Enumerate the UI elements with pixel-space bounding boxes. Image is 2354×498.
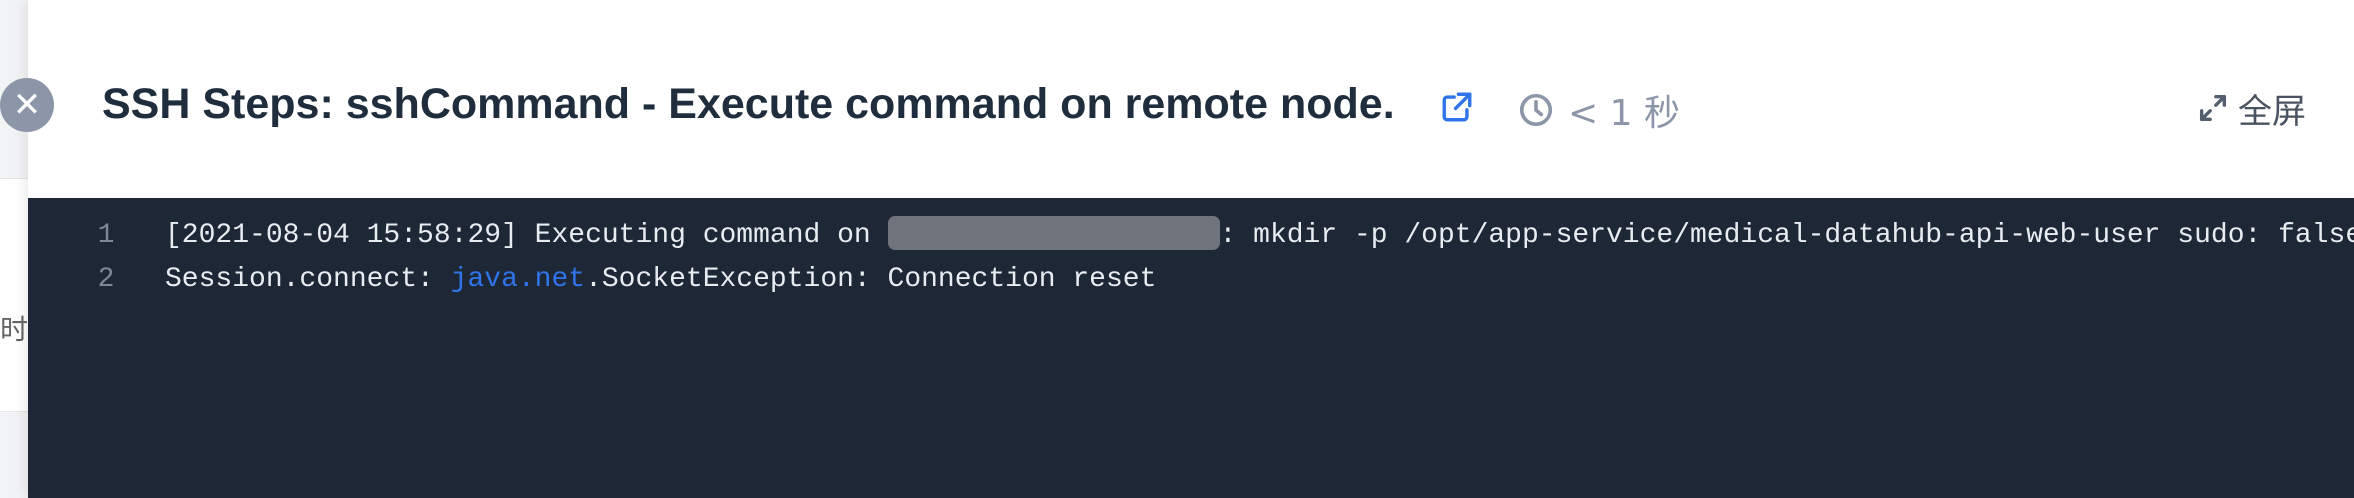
- drawer-title: SSH Steps: sshCommand - Execute command …: [102, 80, 1395, 128]
- log-text-suffix: .SocketException: Connection reset: [585, 264, 1157, 295]
- drawer-header: SSH Steps: sshCommand - Execute command …: [28, 0, 2354, 198]
- background-page: 时: [0, 0, 28, 498]
- log-text-suffix: : mkdir -p /opt/app-service/medical-data…: [1219, 220, 2354, 251]
- fullscreen-label: 全屏: [2238, 91, 2306, 132]
- fullscreen-button[interactable]: 全屏: [2196, 86, 2306, 132]
- clock-icon: [1519, 93, 1553, 127]
- log-text: Session.connect: java.net.SocketExceptio…: [165, 258, 1156, 302]
- duration: < 1 秒: [1518, 88, 1680, 134]
- log-text-prefix: [2021-08-04 15:58:29] Executing command …: [165, 220, 888, 251]
- background-peek-text: 时: [0, 313, 29, 346]
- line-number: 1: [97, 220, 115, 251]
- log-console: 1 [2021-08-04 15:58:29] Executing comman…: [28, 198, 2354, 498]
- duration-text: < 1 秒: [1568, 93, 1680, 134]
- log-link[interactable]: java.net: [450, 264, 586, 295]
- close-icon: ✕: [12, 85, 42, 125]
- close-button[interactable]: ✕: [0, 78, 54, 132]
- log-text-prefix: Session.connect:: [165, 264, 451, 295]
- background-card: [0, 178, 28, 412]
- expand-icon: [2199, 94, 2227, 122]
- line-number: 2: [97, 264, 115, 295]
- redacted-host: [887, 215, 1220, 250]
- external-link-icon[interactable]: [1440, 90, 1474, 124]
- log-text: [2021-08-04 15:58:29] Executing command …: [165, 214, 2354, 258]
